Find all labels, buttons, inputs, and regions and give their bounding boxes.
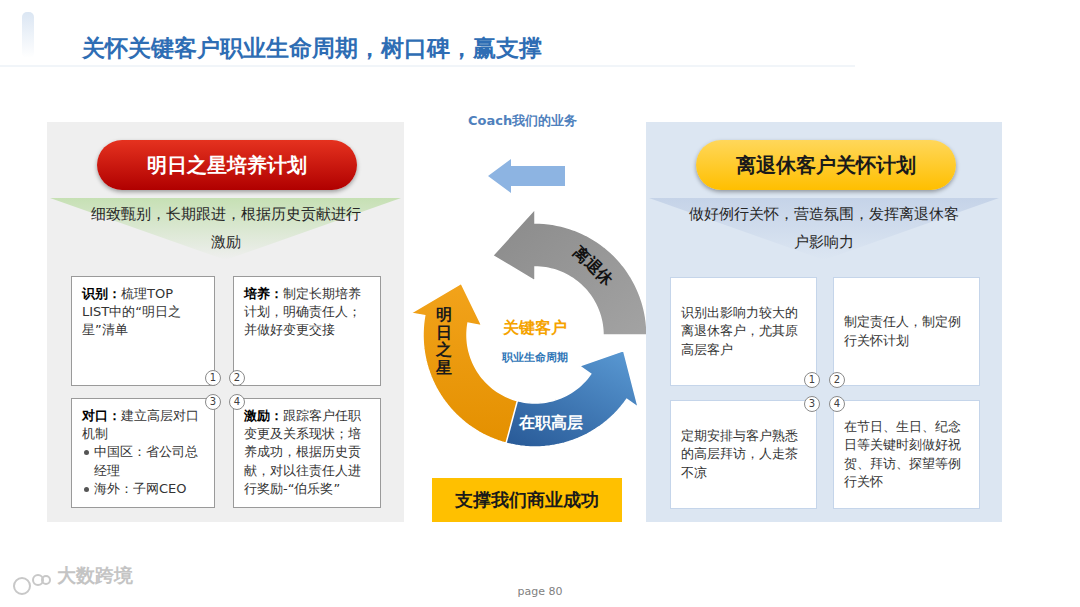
- plan-subtitle: 做好例行关怀，营造氛围，发挥离退休客户影响力: [688, 200, 960, 256]
- heading-band: [47, 194, 404, 264]
- callout-number: 1: [804, 372, 820, 388]
- plan-panel: 识别出影响力较大的离退休客户，尤其原高层客户 制定责任人，制定例行关怀计划定期安排…: [646, 122, 1002, 522]
- title-accent: [22, 12, 34, 58]
- step-label: 激励：: [244, 408, 283, 423]
- plan-heading: 明日之星培养计划: [97, 140, 357, 190]
- step-box: 制定责任人，制定例行关怀计划: [833, 277, 980, 386]
- callout-number: 4: [229, 394, 245, 410]
- stage-name: 离退休: [562, 235, 624, 297]
- step-text: 在节日、生日、纪念日等关键时刻做好祝贺、拜访、探望等例行关怀: [844, 418, 969, 491]
- band-shape: [649, 198, 999, 260]
- step-box: 定期安排与客户熟悉的高层拜访，人走茶不凉: [670, 400, 817, 509]
- step-label: 识别：: [82, 286, 121, 301]
- bullet-text: 海外：子网CEO: [82, 480, 204, 498]
- center-subtitle: 职业生命周期: [502, 352, 568, 363]
- step-box: 对口：建立高层对口机制中国区：省公司总经理海外：子网CEO: [71, 398, 215, 508]
- step-box: 激励：跟踪客户任职变更及关系现状；培养成功，根据历史贡献，对以往责任人进行奖励-…: [233, 398, 381, 508]
- page-number: page 80: [518, 586, 563, 597]
- callout-number: 1: [205, 370, 221, 386]
- step-box: 识别出影响力较大的离退休客户，尤其原高层客户: [670, 277, 817, 386]
- orange-arc: [411, 283, 517, 443]
- result-text: 支撑我们商业成功: [455, 488, 599, 512]
- heading-band: [646, 194, 1002, 264]
- step-text: 识别出影响力较大的离退休客户，尤其原高层客户: [681, 304, 806, 359]
- coach-arrow: [488, 159, 565, 193]
- step-label: 培养：: [244, 286, 283, 301]
- band-shape: [50, 198, 401, 260]
- title-rule: [0, 66, 855, 67]
- callout-number: 3: [804, 396, 820, 412]
- step-box: 识别：梳理TOP LIST中的“明日之星”清单: [71, 276, 215, 386]
- plan-subtitle: 细致甄别，长期跟进，根据历史贡献进行激励: [90, 200, 362, 256]
- cycle-arrows: [411, 209, 647, 447]
- stage-name: 在职高层: [506, 411, 596, 435]
- result-box: 支撑我们商业成功: [432, 478, 622, 522]
- stage-name: 明日之星: [436, 306, 452, 376]
- watermark: 大数跨境: [57, 566, 133, 585]
- step-box: 在节日、生日、纪念日等关键时刻做好祝贺、拜访、探望等例行关怀: [833, 400, 980, 509]
- coach-caption: Coach我们的业务: [468, 114, 577, 127]
- step-text: 定期安排与客户熟悉的高层拜访，人走茶不凉: [681, 427, 806, 482]
- gray-arc: [493, 209, 647, 335]
- callout-number: 4: [829, 396, 845, 412]
- cycle-stage: 明日之星: [436, 306, 454, 382]
- cycle-stage: 离退休: [562, 235, 624, 297]
- callout-number: 2: [229, 370, 245, 386]
- center-title: 关键客户: [503, 320, 567, 336]
- watermark-logo: [14, 575, 50, 594]
- plan-panel: 识别：梳理TOP LIST中的“明日之星”清单培养：制定长期培养计划，明确责任人…: [47, 122, 404, 522]
- step-text: 制定责任人，制定例行关怀计划: [844, 313, 969, 349]
- plan-heading: 离退休客户关怀计划: [696, 140, 956, 190]
- page-title: 关怀关键客户职业生命周期，树口碑，赢支撑: [82, 34, 542, 62]
- cycle-stage: 在职高层: [506, 411, 596, 435]
- step-box: 培养：制定长期培养计划，明确责任人；并做好变更交接: [233, 276, 381, 386]
- bullet-text: 中国区：省公司总经理: [82, 443, 204, 479]
- callout-number: 3: [205, 394, 221, 410]
- step-label: 对口：: [82, 408, 121, 423]
- callout-number: 2: [829, 372, 845, 388]
